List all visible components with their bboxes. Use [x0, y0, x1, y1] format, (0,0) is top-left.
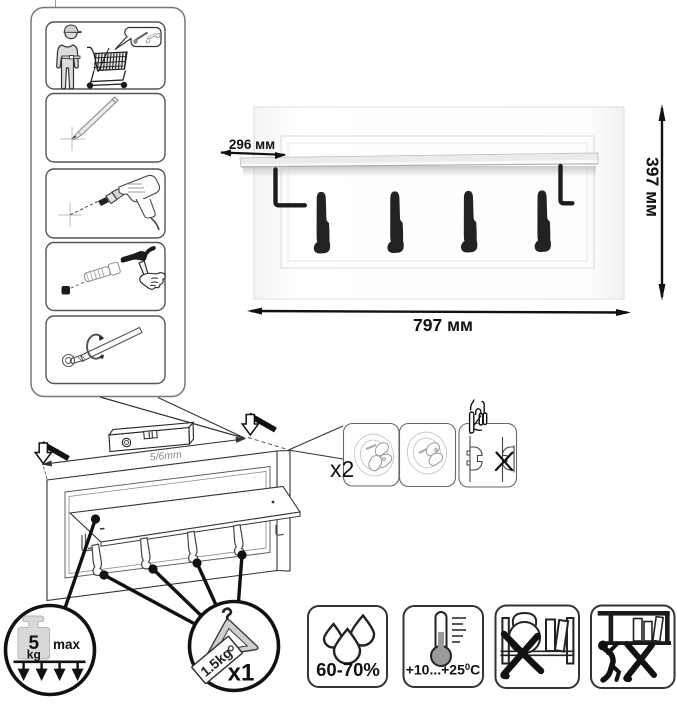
svg-text:5/6mm: 5/6mm: [149, 449, 182, 464]
svg-text:+10...+250C: +10...+250C: [406, 662, 481, 678]
svg-text:x2: x2: [330, 456, 354, 482]
svg-text:5: 5: [29, 633, 40, 654]
svg-text:296 мм: 296 мм: [229, 137, 275, 152]
svg-text:397 мм: 397 мм: [643, 157, 663, 217]
svg-text:60-70%: 60-70%: [316, 659, 380, 680]
svg-text:max: max: [53, 637, 81, 652]
svg-text:797 мм: 797 мм: [413, 315, 473, 335]
svg-text:kg: kg: [27, 648, 41, 662]
svg-text:x1: x1: [228, 660, 255, 687]
